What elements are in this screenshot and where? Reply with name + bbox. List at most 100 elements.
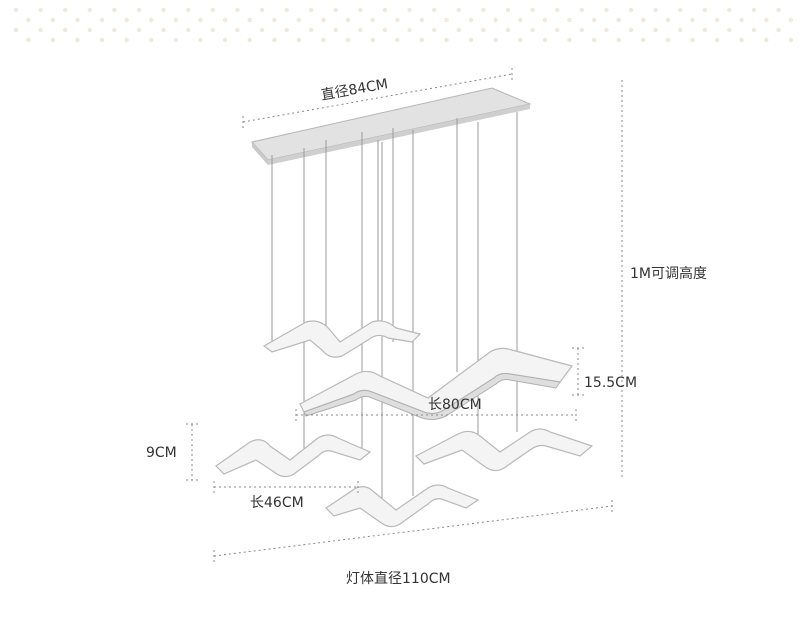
decorative-dot [382,7,388,13]
decorative-dot [690,37,695,43]
decorative-dot [186,7,191,13]
decorative-dot [75,37,80,43]
decorative-dot [493,37,498,43]
panel-height-label: 15.5CM [584,375,637,391]
decorative-dot [124,37,129,43]
decorative-dot [247,17,252,23]
decorative-dot [468,37,474,43]
wing-panel-long [299,347,574,421]
fixture-diameter-label: 灯体直径110CM [346,570,451,587]
decorative-dot [764,37,769,43]
decorative-dot [222,17,228,23]
decorative-dot [13,7,19,13]
decorative-dot [591,17,597,23]
decorative-dot [62,7,68,13]
decorative-dot [518,17,523,23]
decorative-dot [124,17,129,23]
decorative-dot [272,37,277,43]
decorative-dot [665,17,671,23]
decorative-dot [616,37,621,43]
decorative-dot [505,7,511,13]
decorative-dot [38,27,43,33]
decorative-dot [112,27,117,33]
short-panel-length-label: 长46CM [250,495,304,511]
decorative-dot [702,27,707,33]
decorative-dot [62,27,68,33]
decorative-dot [345,37,351,43]
dimension-lines [186,68,623,562]
ceiling-canopy [251,87,532,165]
decorative-dot [456,27,461,33]
decorative-dot [345,17,351,23]
decorative-dot [210,7,215,13]
decorative-dot [579,7,584,13]
wing-panel-bottom [325,484,480,528]
decorative-dot [26,37,31,43]
decorative-dot [198,17,203,23]
decorative-dot [112,7,117,13]
decorative-dot [555,27,560,33]
decorative-dot [333,7,338,13]
decorative-dot [50,37,56,43]
decorative-dot [259,27,265,33]
decorative-dot [407,27,412,33]
decorative-dot [309,27,314,33]
decorative-dot [542,17,548,23]
decorative-dot [788,37,794,43]
decorative-dot [161,7,166,13]
decorative-dot [616,17,621,23]
decorative-dot [628,7,634,13]
decorative-dot [751,7,757,13]
decorative-dot [161,27,166,33]
decorative-dot [739,37,744,43]
decorative-dot [149,17,154,23]
decorative-dot [296,37,302,43]
wing-panel-lower-right [414,428,594,472]
decorative-dot [505,27,511,33]
decorative-dot [678,7,683,13]
decorative-dot [333,27,338,33]
decorative-dot [641,17,646,23]
decorative-dot [235,7,240,13]
decorative-dot [653,7,658,13]
decorative-dot [764,17,769,23]
decorative-dot [370,37,375,43]
adjustable-height-label: 1M可调高度 [630,265,707,282]
decorative-dot [370,17,375,23]
canopy-diameter-label: 直径84CM [320,75,390,103]
decorative-dot [518,37,523,43]
decorative-dot [419,37,425,43]
decorative-dot [604,27,609,33]
decorative-dot [382,27,388,33]
decorative-dot [542,37,548,43]
decorative-dot [751,27,757,33]
decorative-dot [530,7,535,13]
decorative-dot [87,27,93,33]
decorative-dot [50,17,56,23]
wing-panel-lower-left [215,434,372,478]
decorative-dot [284,27,289,33]
decorative-dot [235,27,240,33]
decorative-dot [776,27,781,33]
decorative-dot [444,17,449,23]
decorative-dot [481,7,486,13]
decorative-dot [222,37,228,43]
decorative-dot [173,17,179,23]
decorative-dot [653,27,658,33]
decorative-dot [456,7,461,13]
decorative-dot [358,7,363,13]
decorative-dot [296,17,302,23]
decorative-dot [530,27,535,33]
decorative-dot [395,37,400,43]
decorative-dot [690,17,695,23]
decorative-dot [493,17,498,23]
decorative-dot [395,17,400,23]
decorative-dot [628,27,634,33]
decorative-dot [468,17,474,23]
decorative-dot [321,17,326,23]
decorative-dot [13,27,19,33]
decorative-dot [309,7,314,13]
decorative-dot [665,37,671,43]
decorative-dot [136,27,142,33]
